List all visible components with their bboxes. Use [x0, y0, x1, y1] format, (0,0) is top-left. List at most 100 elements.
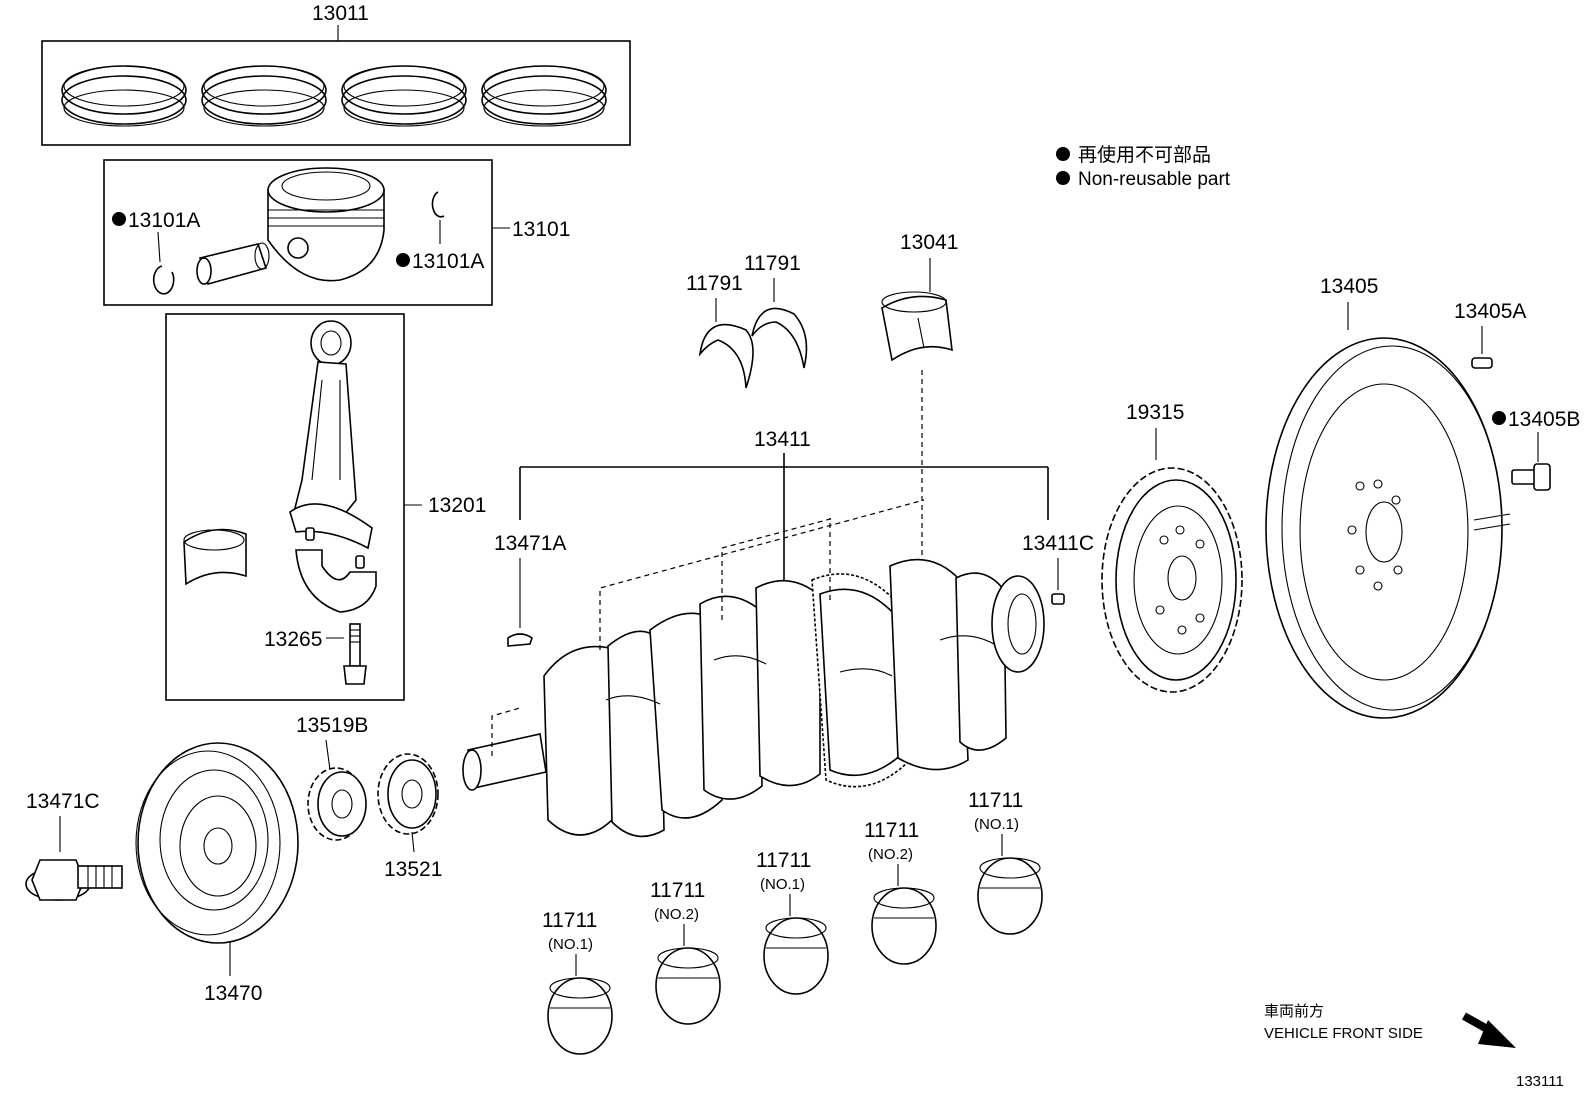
crankshaft-pulley[interactable]: 13470: [135, 742, 299, 1005]
part-label-13405B: 13405B: [1508, 408, 1580, 431]
dowel-pin-icon: [355, 555, 365, 569]
flywheel-pin[interactable]: 13405A: [1454, 300, 1526, 369]
piston-icon: [267, 167, 385, 282]
part-label-13411: 13411: [754, 428, 811, 451]
thrust-washer-right[interactable]: 11791: [744, 252, 808, 369]
woodruff-key-icon: [507, 633, 533, 647]
part-label-11711-5: 11711: [968, 789, 1023, 812]
piston-ring-icon: [201, 65, 327, 127]
thrust-washer-icon: [751, 307, 808, 369]
part-label-11711-4: 11711: [864, 819, 919, 842]
crankshaft[interactable]: 13411: [462, 428, 1049, 838]
bearing-grade-2: (NO.2): [654, 906, 699, 923]
pulley-bolt[interactable]: 13471C: [25, 790, 123, 901]
part-label-13201: 13201: [428, 494, 486, 517]
non-reusable-bullet-icon: [1492, 411, 1506, 425]
part-label-13521: 13521: [384, 858, 442, 881]
part-label-13041: 13041: [900, 231, 958, 254]
part-label-11791-left: 11791: [686, 272, 743, 295]
piston-pin-icon: [196, 242, 270, 285]
bearing-shell-icon: [763, 917, 829, 995]
part-label-13265: 13265: [264, 628, 322, 651]
part-label-13405A: 13405A: [1454, 300, 1526, 323]
part-label-11711-1: 11711: [542, 909, 597, 932]
piston-frame: [103, 159, 493, 306]
part-label-13470: 13470: [204, 982, 262, 1005]
part-label-13101: 13101: [512, 218, 570, 241]
flywheel-bolt[interactable]: 13405B: [1492, 408, 1580, 491]
part-label-11791-right: 11791: [744, 252, 801, 275]
thrust-washer-icon: [698, 323, 754, 389]
gear-icon: [377, 753, 439, 835]
part-label-19315: 19315: [1126, 401, 1184, 424]
bearing-grade-1: (NO.1): [548, 936, 593, 953]
vehicle-front-indicator: 車両前方 VEHICLE FRONT SIDE: [1264, 1003, 1516, 1048]
bearing-shell-icon: [655, 947, 721, 1025]
main-bearing-5[interactable]: 11711 (NO.1): [968, 789, 1043, 935]
dowel-pin-icon: [305, 527, 315, 541]
direction-english: VEHICLE FRONT SIDE: [1264, 1025, 1423, 1042]
flywheel-bolt-icon: [1511, 463, 1551, 491]
direction-japanese: 車両前方: [1264, 1003, 1324, 1020]
part-label-11711-2: 11711: [650, 879, 705, 902]
dowel-pin-icon: [1471, 357, 1493, 369]
gear-13521[interactable]: 13521: [377, 753, 442, 881]
sprocket-13519B[interactable]: 13519B: [296, 714, 368, 841]
part-label-13471C: 13471C: [26, 790, 100, 813]
crankshaft-icon: [462, 558, 1045, 838]
non-reusable-bullet-icon: [1056, 171, 1070, 185]
bearing-shell-icon: [881, 291, 953, 362]
connecting-rod-cap-icon: [295, 549, 377, 613]
knock-pin-icon: [1051, 593, 1065, 605]
rod-bearing-icon: [183, 528, 247, 586]
bearing-shell-icon: [547, 977, 613, 1055]
part-label-11711-3: 11711: [756, 849, 811, 872]
main-bearing-4[interactable]: 11711 (NO.2): [864, 819, 937, 965]
piston-ring-icon: [341, 65, 467, 127]
connecting-rod-icon: [289, 320, 373, 550]
bearing-grade-3: (NO.1): [760, 876, 805, 893]
crankshaft-position-rotor[interactable]: 19315: [1101, 401, 1243, 693]
main-bearing-2[interactable]: 11711 (NO.2): [650, 879, 721, 1025]
non-reusable-bullet-icon: [396, 253, 410, 267]
connecting-rod-bearing[interactable]: 13041: [881, 231, 958, 560]
piston-ring-icon: [61, 65, 187, 127]
part-label-13101A-left: 13101A: [128, 209, 200, 232]
piston-ring-set[interactable]: 13011: [41, 2, 631, 146]
rod-bolt-icon: [343, 623, 367, 685]
piston-ring-frame: [41, 40, 631, 146]
part-label-13411C: 13411C: [1022, 532, 1094, 555]
legend: 再使用不可部品 Non-reusable part: [1056, 144, 1231, 190]
crankshaft-pin[interactable]: 13411C: [1022, 532, 1094, 605]
bearing-shell-icon: [871, 887, 937, 965]
diagram-code: 133111: [1516, 1073, 1564, 1090]
main-bearing-3[interactable]: 11711 (NO.1): [756, 849, 829, 995]
main-bearing-1[interactable]: 11711 (NO.1): [542, 909, 613, 1055]
thrust-washer-left[interactable]: 11791: [686, 272, 754, 389]
part-label-13101A-right: 13101A: [412, 250, 484, 273]
snap-ring-icon: [152, 265, 175, 295]
flywheel-icon: [1265, 337, 1511, 719]
piston-assembly[interactable]: 13101 13101A 13101A: [103, 159, 570, 306]
bearing-grade-4: (NO.2): [868, 846, 913, 863]
piston-ring-icon: [481, 65, 607, 127]
pulley-icon: [135, 742, 299, 944]
flange-bolt-icon: [25, 859, 123, 901]
legend-english: Non-reusable part: [1078, 169, 1231, 190]
crankshaft-key[interactable]: 13471A: [494, 532, 566, 647]
non-reusable-bullet-icon: [1056, 147, 1070, 161]
bearing-grade-5: (NO.1): [974, 816, 1019, 833]
sprocket-icon: [307, 767, 367, 841]
snap-ring-icon: [431, 191, 445, 218]
connecting-rod-assembly[interactable]: 13201 13265: [165, 313, 486, 701]
part-label-13405: 13405: [1320, 275, 1378, 298]
ring-gear-icon: [1101, 467, 1243, 693]
flywheel[interactable]: 13405: [1265, 275, 1511, 719]
part-label-13011: 13011: [312, 2, 369, 25]
connecting-rod-frame: [165, 313, 405, 701]
part-label-13519B: 13519B: [296, 714, 368, 737]
legend-japanese: 再使用不可部品: [1078, 144, 1211, 166]
non-reusable-bullet-icon: [112, 212, 126, 226]
arrow-down-right-icon: [1462, 1012, 1516, 1048]
